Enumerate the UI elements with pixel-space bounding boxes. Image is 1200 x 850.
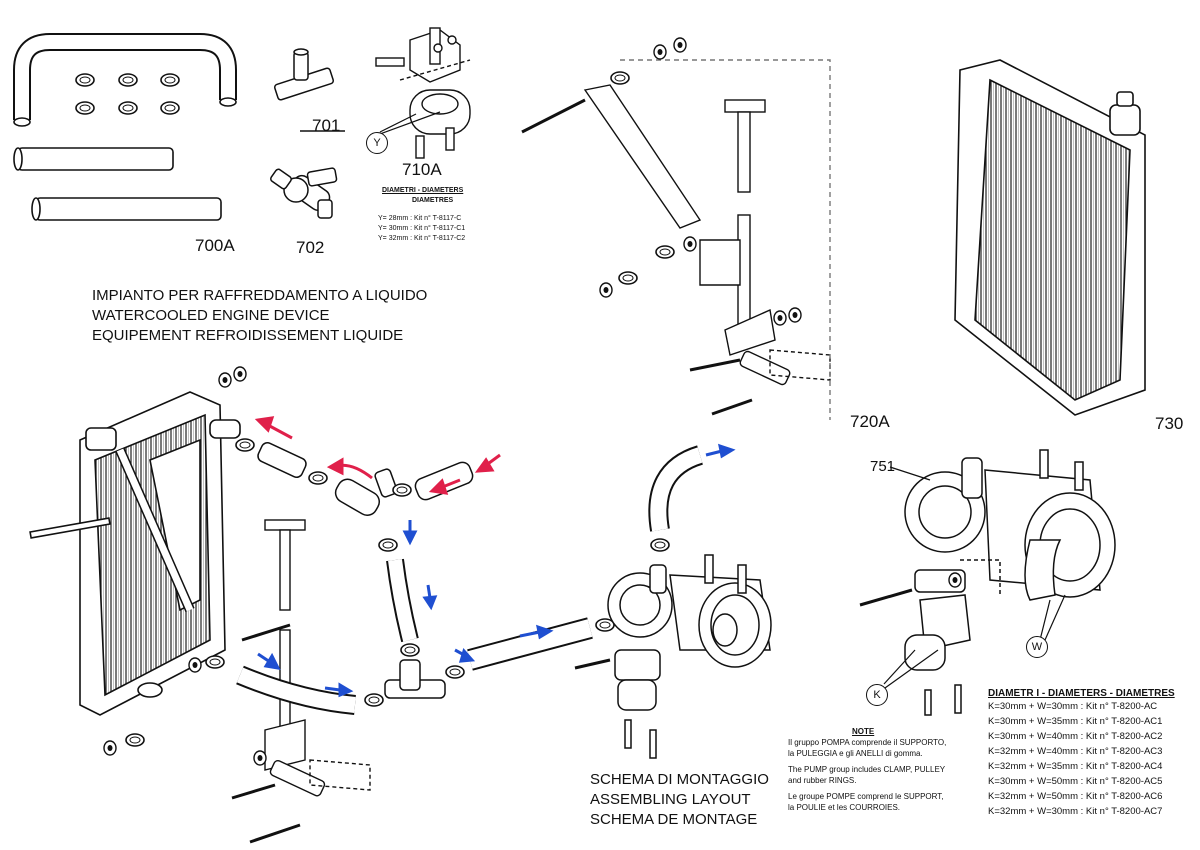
cold-flow-arrows: [257, 443, 736, 698]
label-730: 730: [1155, 414, 1184, 433]
note-block: NOTE Il gruppo POMPA comprende il SUPPOR…: [788, 726, 946, 813]
diameters-710-row: Y= 28mm : Kit n° T-8117-C: [378, 215, 462, 222]
schema-line-it: SCHEMA DI MONTAGGIO: [590, 771, 769, 788]
main-radiator: [29, 391, 241, 716]
part-730-radiator: [954, 59, 1146, 416]
callout-leaders: [379, 111, 1066, 689]
diameters-710-row: Y= 32mm : Kit n° T-8117-C2: [378, 235, 466, 242]
page-title-block: IMPIANTO PER RAFFREDDAMENTO A LIQUIDO WA…: [92, 286, 427, 346]
pump-fasteners: [948, 572, 962, 588]
title-line-en: WATERCOOLED ENGINE DEVICE: [92, 307, 330, 324]
label-700A: 700A: [195, 236, 235, 255]
callout-y: Y: [366, 132, 388, 154]
diameters-751-row: K=32mm + W=50mm : Kit n° T-8200-AC6: [988, 791, 1163, 802]
note-line: The PUMP group includes CLAMP, PULLEY: [788, 765, 946, 774]
callout-w: W: [1026, 636, 1048, 658]
note-heading: NOTE: [852, 727, 875, 736]
part-701-tee-fitting: [273, 48, 345, 132]
title-line-it: IMPIANTO PER RAFFREDDAMENTO A LIQUIDO: [92, 287, 428, 304]
diameters-751-row: K=30mm + W=50mm : Kit n° T-8200-AC5: [988, 776, 1163, 787]
note-line: la POULIE et les COURROIES.: [788, 803, 901, 812]
diameters-710-heading-1: DIAMETRI - DIAMETERS: [382, 187, 464, 194]
label-701: 701: [312, 116, 341, 135]
diameters-710-heading-2: DIAMETRES: [412, 197, 454, 204]
radiator-bracket: [231, 519, 371, 844]
title-line-fr: EQUIPEMENT REFROIDISSEMENT LIQUIDE: [92, 327, 404, 344]
diameters-751-row: K=32mm + W=30mm : Kit n° T-8200-AC7: [988, 806, 1163, 817]
diameters-751-heading: DIAMETR I - DIAMETERS - DIAMETRES: [988, 688, 1175, 699]
note-line: and rubber RINGS.: [788, 776, 857, 785]
note-line: Le groupe POMPE comprend le SUPPORT,: [788, 792, 944, 801]
schema-block: SCHEMA DI MONTAGGIO ASSEMBLING LAYOUT SC…: [590, 770, 769, 830]
diameters-751-row: K=30mm + W=35mm : Kit n° T-8200-AC1: [988, 716, 1163, 727]
part-710A-bracket: [375, 27, 471, 159]
diameters-751-block: DIAMETR I - DIAMETERS - DIAMETRES K=30mm…: [988, 688, 1175, 819]
diameters-751-row: K=30mm + W=30mm : Kit n° T-8200-AC: [988, 701, 1158, 712]
diameters-710-block: DIAMETRI - DIAMETERS DIAMETRES Y= 28mm :…: [378, 186, 465, 244]
part-700A-hoses: [13, 33, 237, 221]
water-pump-assembly: [574, 554, 772, 759]
schema-line-en: ASSEMBLING LAYOUT: [590, 791, 751, 808]
note-line: la PULEGGIA e gli ANELLI di gomma.: [788, 749, 923, 758]
label-751: 751: [870, 458, 896, 475]
coolant-hoses: [235, 438, 704, 715]
schema-line-fr: SCHEMA DE MONTAGE: [590, 811, 758, 828]
label-720A: 720A: [850, 412, 890, 431]
diameters-710-row: Y= 30mm : Kit n° T-8117-C1: [378, 225, 466, 232]
part-720A-bracket-arm: [521, 59, 831, 420]
diameters-751-row: K=30mm + W=40mm : Kit n° T-8200-AC2: [988, 731, 1163, 742]
hot-flow-arrows: [254, 416, 501, 495]
note-line: Il gruppo POMPA comprende il SUPPORTO,: [788, 738, 947, 747]
callout-k: K: [866, 684, 888, 706]
diameters-751-row: K=32mm + W=35mm : Kit n° T-8200-AC4: [988, 761, 1163, 772]
hose-clamps: [75, 73, 180, 115]
label-710A: 710A: [402, 160, 442, 179]
part-751-pump-group: [859, 449, 1116, 716]
diameters-751-row: K=32mm + W=40mm : Kit n° T-8200-AC3: [988, 746, 1163, 757]
part-702-elbow-fitting: [270, 167, 338, 219]
label-702: 702: [296, 238, 325, 257]
